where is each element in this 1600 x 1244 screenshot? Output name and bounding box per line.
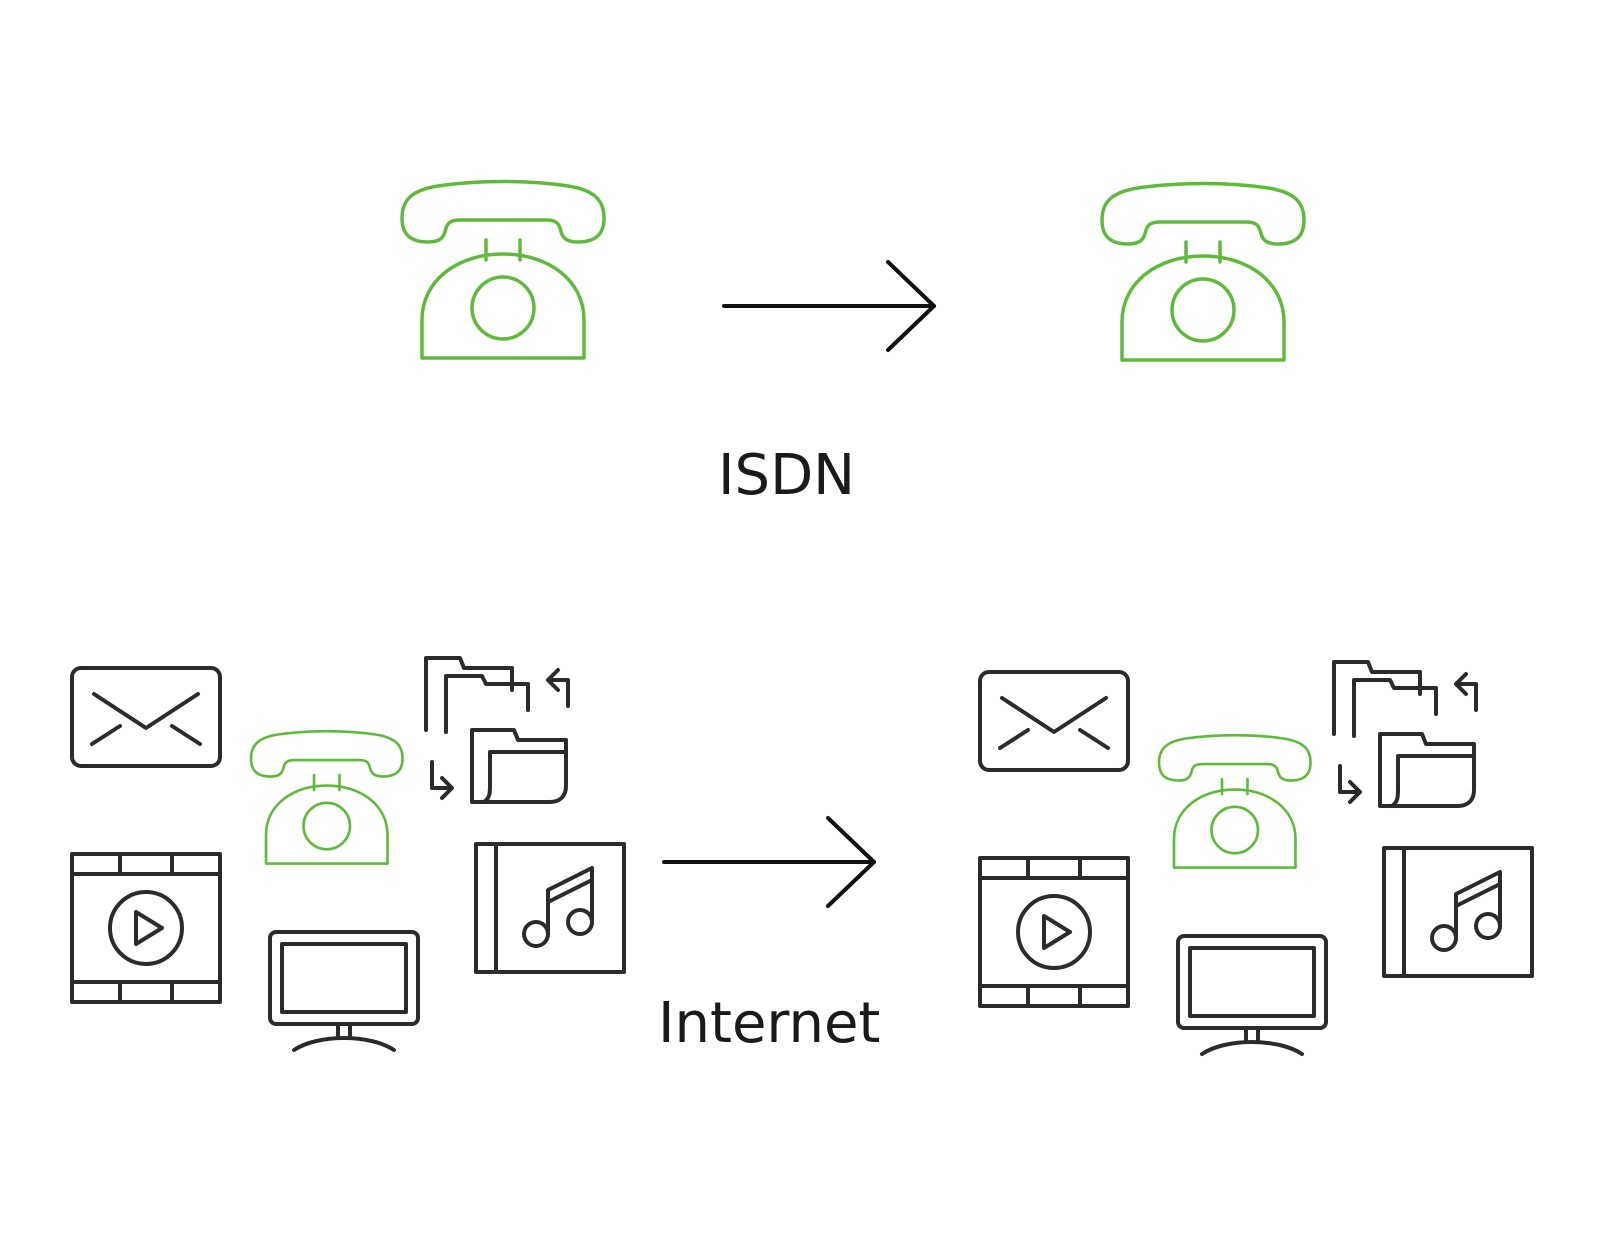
internet-arrow: [662, 816, 876, 908]
internet-label: Internet: [658, 991, 881, 1056]
internet-source-television-icon: [268, 930, 420, 1052]
isdn-arrow: [722, 260, 936, 352]
internet-source-telephone-icon: [249, 729, 404, 865]
internet-target-folder-transfer-icon: [1332, 660, 1478, 808]
internet-source-music-album-icon: [474, 842, 626, 974]
isdn-source-telephone-icon: [400, 179, 606, 360]
internet-source-folder-transfer-icon: [424, 656, 570, 804]
internet-source-email-envelope-icon: [70, 666, 222, 768]
internet-target-video-film-icon: [978, 856, 1130, 1008]
internet-target-music-album-icon: [1382, 846, 1534, 978]
internet-target-television-icon: [1176, 934, 1328, 1056]
internet-source-video-film-icon: [70, 852, 222, 1004]
internet-target-telephone-icon: [1157, 733, 1312, 869]
isdn-label: ISDN: [718, 443, 856, 508]
isdn-target-telephone-icon: [1100, 181, 1306, 362]
internet-target-email-envelope-icon: [978, 670, 1130, 772]
